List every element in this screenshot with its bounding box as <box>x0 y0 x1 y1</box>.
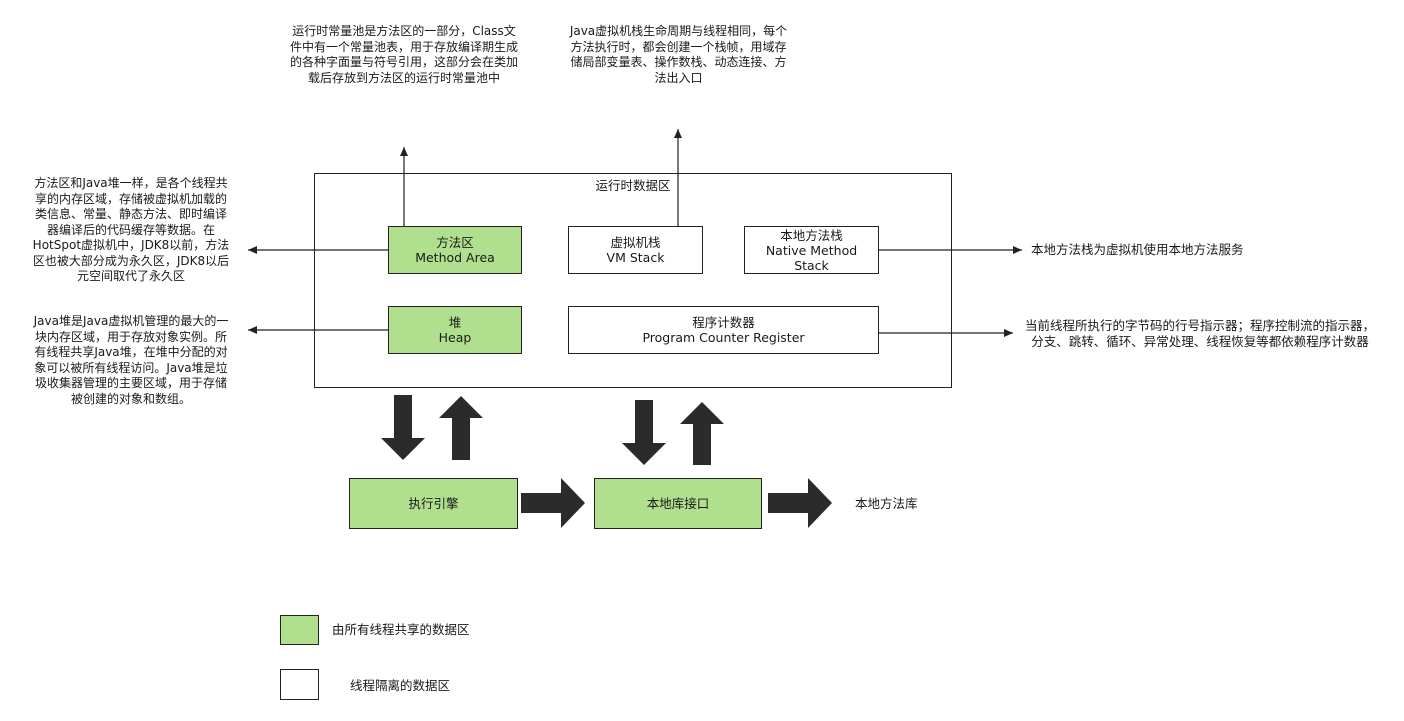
pc-register-note: 当前线程所执行的字节码的行号指示器；程序控制流的指示器， 分支、跳转、循环、异常… <box>1024 318 1375 349</box>
legend-shared-label: 由所有线程共享的数据区 <box>332 622 470 637</box>
legend-isolated-label: 线程隔离的数据区 <box>350 678 451 693</box>
native-interface-box[interactable]: 本地库接口 <box>594 478 762 529</box>
vm-stack-box[interactable]: 虚拟机栈 VM Stack <box>568 226 703 274</box>
vm-stack-zh: 虚拟机栈 <box>610 235 661 250</box>
native-method-stack-zh: 本地方法栈 <box>780 227 843 243</box>
right-block-arrow-interface <box>768 478 832 528</box>
down-block-arrow-right <box>622 400 666 465</box>
runtime-data-area-title: 运行时数据区 <box>595 178 671 193</box>
native-method-stack-en2: Stack <box>794 257 829 273</box>
native-method-stack-en: Native Method <box>765 242 858 258</box>
pc-register-en: Program Counter Register <box>642 330 805 345</box>
right-block-arrow-engine <box>521 478 585 528</box>
vm-stack-en: VM Stack <box>606 250 665 265</box>
native-method-stack-box[interactable]: 本地方法栈 Native Method Stack <box>744 226 879 274</box>
heap-box[interactable]: 堆 Heap <box>388 306 522 354</box>
execution-engine-box[interactable]: 执行引擎 <box>349 478 518 529</box>
method-area-box[interactable]: 方法区 Method Area <box>388 226 522 274</box>
native-library-label: 本地方法库 <box>855 496 918 511</box>
method-area-note: 方法区和Java堆一样，是各个线程共 享的内存区域，存储被虚拟机加载的 类信息、… <box>32 176 230 283</box>
native-interface-label: 本地库接口 <box>646 496 710 511</box>
execution-engine-label: 执行引擎 <box>408 496 459 511</box>
method-area-zh: 方法区 <box>436 235 474 250</box>
heap-zh: 堆 <box>448 315 462 330</box>
down-block-arrow-left <box>381 395 425 460</box>
up-block-arrow-right <box>680 402 724 465</box>
heap-en: Heap <box>438 330 472 345</box>
legend-isolated-swatch <box>280 669 319 700</box>
pc-register-zh: 程序计数器 <box>692 315 755 330</box>
legend-shared-swatch <box>280 615 319 645</box>
heap-note: Java堆是Java虚拟机管理的最大的一 块内存区域，用于存放对象实例。所 有线… <box>33 314 229 406</box>
up-block-arrow-left <box>439 396 483 460</box>
native-stack-note: 本地方法栈为虚拟机使用本地方法服务 <box>1031 242 1244 257</box>
pc-register-box[interactable]: 程序计数器 Program Counter Register <box>568 306 879 354</box>
vm-stack-note: Java虚拟机栈生命周期与线程相同，每个 方法执行时，都会创建一个栈帧，用域存 … <box>569 24 788 85</box>
constant-pool-note: 运行时常量池是方法区的一部分，Class文 件中有一个常量池表，用于存放编译期生… <box>289 24 518 85</box>
runtime-data-area: 运行时数据区 <box>314 173 952 388</box>
method-area-en: Method Area <box>415 250 495 265</box>
